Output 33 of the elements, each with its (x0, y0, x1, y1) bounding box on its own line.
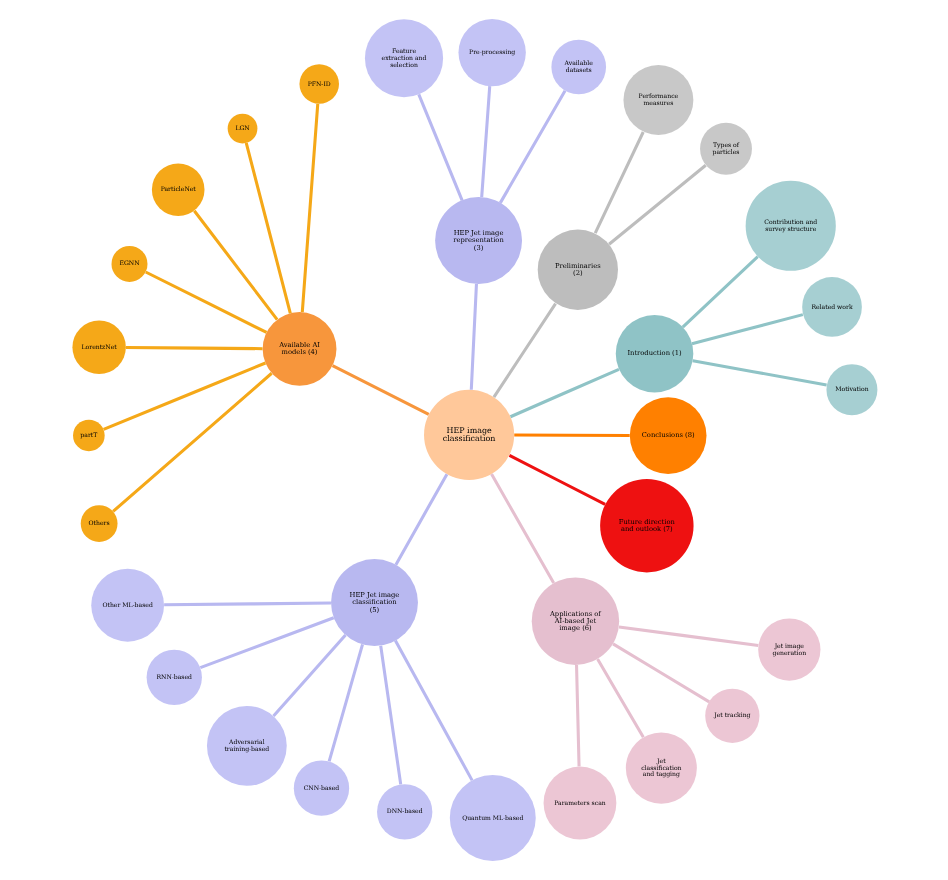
connector (513, 433, 629, 437)
connector (497, 90, 566, 204)
connector (468, 283, 477, 390)
connector (479, 85, 491, 198)
connector (595, 658, 644, 739)
connector (507, 454, 605, 506)
connector (326, 644, 363, 762)
connector (416, 93, 463, 201)
connector (192, 209, 278, 321)
connector (271, 634, 346, 717)
connector (330, 364, 429, 416)
connector (574, 664, 580, 767)
connector (491, 302, 556, 398)
connector (111, 372, 272, 513)
connector (144, 270, 267, 334)
connector (243, 142, 291, 314)
connector (163, 601, 330, 607)
connector (124, 346, 262, 351)
connector (198, 616, 334, 670)
connector (690, 313, 803, 346)
connector (489, 473, 554, 584)
connector (299, 103, 319, 313)
connector (680, 255, 758, 329)
connector (607, 164, 706, 246)
connector (378, 645, 402, 785)
connector (102, 361, 266, 431)
connector (393, 639, 473, 782)
connector (617, 625, 758, 647)
connector (611, 642, 709, 704)
connector (691, 359, 826, 387)
connector (592, 131, 644, 234)
connector (508, 367, 619, 419)
connector (393, 473, 448, 566)
